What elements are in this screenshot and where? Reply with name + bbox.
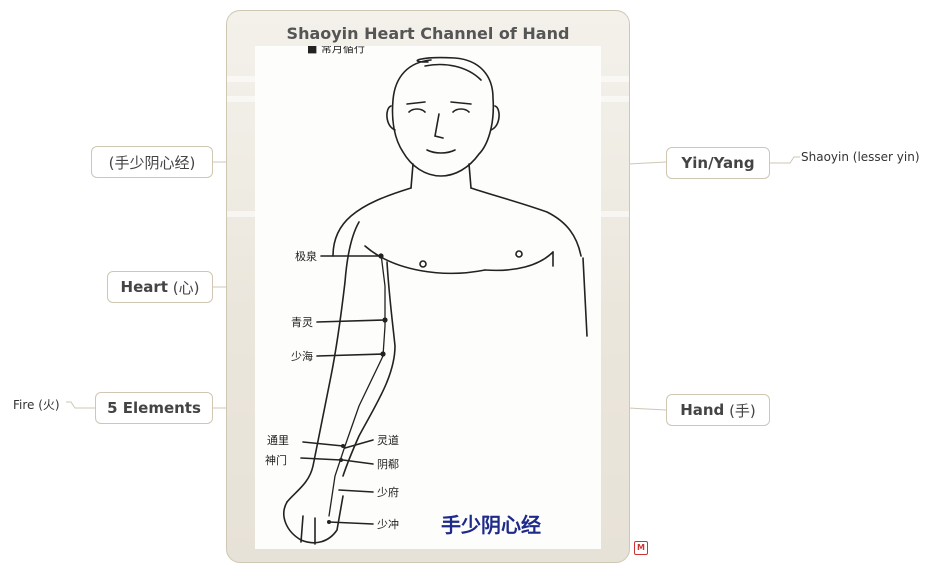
meridian-illustration: ■ 常月循行 极泉 青灵 少海 通里 神门 灵道 阴郗 少府 少冲 手少阴心经 <box>255 42 601 549</box>
topic-label-suffix: (心) <box>167 278 200 297</box>
point-label: 少府 <box>377 485 399 499</box>
body-figure-drawing: ■ 常月循行 极泉 青灵 少海 通里 神门 灵道 阴郗 少府 少冲 手少阴心经 <box>265 42 588 545</box>
topic-heart[interactable]: Heart (心) <box>107 271 213 303</box>
map-marker-icon[interactable]: M <box>634 541 648 555</box>
figure-caption: 手少阴心经 <box>441 513 541 537</box>
figure-header-fragment: ■ 常月循行 <box>307 46 365 55</box>
topic-label-bold: Heart <box>120 278 168 296</box>
point-label: 青灵 <box>291 316 313 329</box>
central-topic-title: Shaoyin Heart Channel of Hand <box>286 24 570 43</box>
topic-hand[interactable]: Hand (手) <box>666 394 770 426</box>
topic-chinese-name[interactable]: (手少阴心经) <box>91 146 213 178</box>
point-label: 极泉 <box>295 249 317 263</box>
topic-label-bold: Yin/Yang <box>681 154 755 172</box>
subtopic-shaoyin[interactable]: Shaoyin (lesser yin) <box>801 150 920 164</box>
topic-5-elements[interactable]: 5 Elements <box>95 392 213 424</box>
topic-label-bold: 5 Elements <box>107 399 201 417</box>
topic-label-suffix: (手) <box>724 401 756 420</box>
point-label: 少冲 <box>377 517 399 531</box>
point-label: 神门 <box>265 453 287 467</box>
point-label: 少海 <box>291 349 313 363</box>
topic-label: (手少阴心经) <box>108 153 196 172</box>
point-label: 阴郗 <box>377 458 399 471</box>
subtopic-fire[interactable]: Fire (火) <box>13 398 60 412</box>
point-label: 通里 <box>267 434 289 447</box>
topic-yin-yang[interactable]: Yin/Yang <box>666 147 770 179</box>
topic-label-bold: Hand <box>680 401 725 419</box>
point-label: 灵道 <box>377 433 399 447</box>
